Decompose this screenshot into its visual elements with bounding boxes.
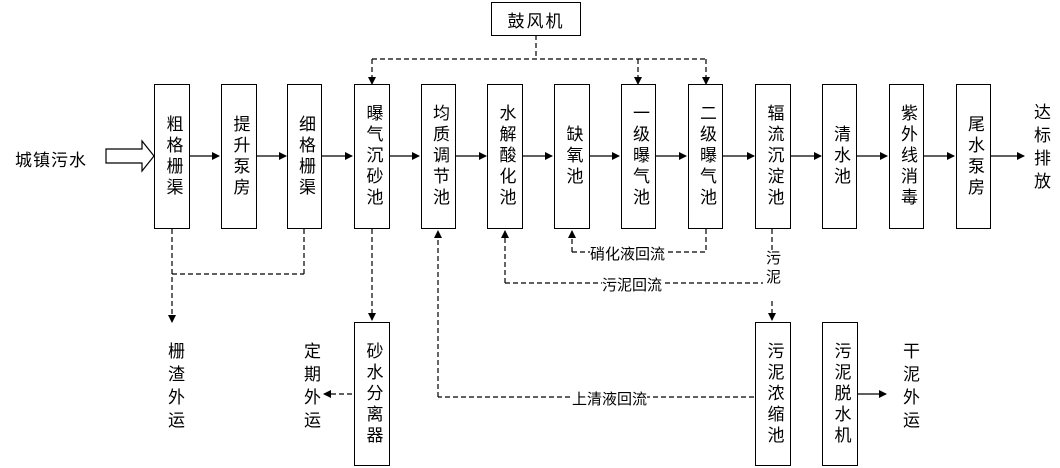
process-unit-effluent-pump: 尾水泵房: [956, 84, 991, 229]
unit-label: 缺氧池: [562, 125, 583, 188]
unit-label: 提升泵房: [229, 114, 250, 199]
process-unit-aeration-2: 二级曝气池: [688, 84, 723, 229]
unit-label: 均质调节池: [429, 104, 449, 209]
unit-label: 曝气沉砂池: [362, 104, 383, 209]
unit-label: 辐流沉淀池: [763, 104, 784, 209]
regular-removal-label: 定期外运: [300, 342, 320, 434]
dry-sludge-label: 干泥外运: [899, 342, 919, 434]
process-unit-clear-water: 清水池: [822, 84, 857, 229]
process-unit-grit-chamber: 曝气沉砂池: [354, 84, 390, 229]
process-unit-fine-screen: 细格栅渠: [287, 84, 322, 229]
unit-label: 二级曝气池: [696, 104, 716, 209]
output-label: 达标排放: [1030, 103, 1050, 195]
screenings-output-label: 栅渣外运: [164, 342, 184, 434]
sludge-label: 污泥: [763, 250, 784, 300]
process-unit-lift-pump: 提升泵房: [221, 84, 257, 229]
blower-box: 鼓风机: [491, 2, 581, 36]
process-unit-uv-disinfection: 紫外线消毒: [889, 84, 924, 229]
nitrate-return-label: 硝化液回流: [590, 243, 666, 264]
input-label: 城镇污水: [15, 146, 87, 171]
unit-label: 水解酸化池: [495, 104, 516, 209]
process-unit-hydrolysis: 水解酸化池: [487, 84, 523, 229]
process-unit-anoxic: 缺氧池: [554, 84, 590, 229]
process-unit-radial-clarifier: 辐流沉淀池: [755, 84, 791, 229]
unit-label: 粗格栅渠: [162, 114, 183, 199]
unit-label: 砂水分离器: [362, 341, 383, 447]
process-unit-equalization: 均质调节池: [421, 84, 456, 229]
unit-label: 污泥浓缩池: [763, 341, 784, 447]
unit-label: 清水池: [830, 125, 850, 188]
unit-label: 一级曝气池: [629, 104, 649, 209]
sludge-return-label: 污泥回流: [602, 274, 663, 295]
blower-label: 鼓风机: [507, 11, 565, 32]
process-unit-coarse-screen: 粗格栅渠: [154, 84, 190, 229]
unit-label: 细格栅渠: [295, 114, 315, 199]
sludge-dewater-box: 污泥脱水机: [822, 322, 858, 466]
unit-label: 紫外线消毒: [897, 104, 917, 209]
sand-separator-box: 砂水分离器: [354, 322, 390, 466]
sludge-thickener-box: 污泥浓缩池: [755, 322, 791, 466]
process-unit-aeration-1: 一级曝气池: [621, 84, 656, 229]
unit-label: 尾水泵房: [964, 114, 984, 199]
unit-label: 污泥脱水机: [830, 341, 851, 447]
supernatant-return-label: 上清液回流: [572, 388, 648, 409]
